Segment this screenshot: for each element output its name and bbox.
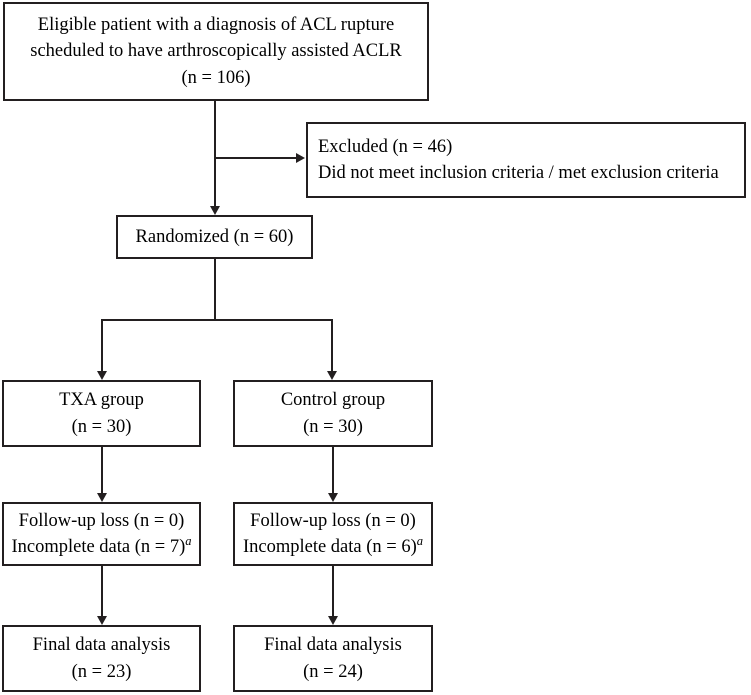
txa-group-line-1: TXA group (59, 390, 144, 411)
arrowhead-txa-group (96, 371, 107, 380)
txa-followup-line-1: Follow-up loss (n = 0) (18, 510, 185, 531)
arrowhead-randomized (209, 206, 220, 215)
connector-control-group-to-followup (332, 447, 334, 493)
txa-followup-line-2: Incomplete data (n = 7)a (11, 534, 191, 560)
node-control-group: Control group (n = 30) (233, 380, 433, 447)
connector-randomized-to-split (214, 259, 216, 320)
arrowhead-excluded (296, 152, 305, 163)
enrollment-line-1: Eligible patient with a diagnosis of ACL… (37, 15, 395, 36)
node-txa-followup: Follow-up loss (n = 0) Incomplete data (… (2, 502, 201, 566)
control-group-line-1: Control group (280, 390, 386, 411)
node-randomized: Randomized (n = 60) (116, 215, 313, 259)
connector-split-to-control-group (331, 319, 333, 371)
arrowhead-control-final (327, 616, 338, 625)
control-final-line-2: (n = 24) (303, 661, 363, 682)
node-txa-final-analysis: Final data analysis (n = 23) (2, 625, 201, 692)
txa-followup-line-2-text: Incomplete data (n = 7) (11, 537, 186, 557)
control-followup-line-1: Follow-up loss (n = 0) (250, 510, 416, 531)
control-followup-line-2: Incomplete data (n = 6)a (243, 534, 423, 560)
excluded-line-2: Did not meet inclusion criteria / met ex… (318, 163, 719, 183)
txa-footnote-marker: a (185, 533, 192, 548)
excluded-line-1: Excluded (n = 46) (318, 136, 453, 157)
control-followup-line-2-text: Incomplete data (n = 6) (242, 537, 417, 557)
control-final-line-1: Final data analysis (264, 635, 402, 656)
enrollment-line-3: (n = 106) (181, 67, 251, 88)
randomized-line-1: Randomized (n = 60) (135, 226, 294, 247)
enrollment-line-2: scheduled to have arthroscopically assis… (30, 41, 402, 62)
connector-txa-group-to-followup (101, 447, 103, 493)
arrowhead-control-followup (327, 493, 338, 502)
control-group-line-2: (n = 30) (303, 416, 363, 437)
node-control-final-analysis: Final data analysis (n = 24) (233, 625, 433, 692)
node-excluded: Excluded (n = 46) Did not meet inclusion… (306, 122, 746, 198)
txa-final-line-2: (n = 23) (71, 661, 132, 682)
arrowhead-control-group (326, 371, 337, 380)
arrowhead-txa-followup (96, 493, 107, 502)
connector-enrollment-to-randomized (214, 101, 216, 206)
connector-split-to-txa-group (101, 319, 103, 371)
node-enrollment: Eligible patient with a diagnosis of ACL… (3, 2, 429, 101)
node-control-followup: Follow-up loss (n = 0) Incomplete data (… (233, 502, 433, 566)
connector-trunk-to-excluded (214, 157, 296, 159)
connector-control-followup-to-final (332, 566, 334, 616)
txa-group-line-2: (n = 30) (71, 416, 132, 437)
connector-txa-followup-to-final (101, 566, 103, 616)
control-footnote-marker: a (416, 533, 424, 548)
connector-split-bar (101, 319, 333, 321)
txa-final-line-1: Final data analysis (32, 635, 171, 656)
node-txa-group: TXA group (n = 30) (2, 380, 201, 447)
arrowhead-txa-final (96, 616, 107, 625)
